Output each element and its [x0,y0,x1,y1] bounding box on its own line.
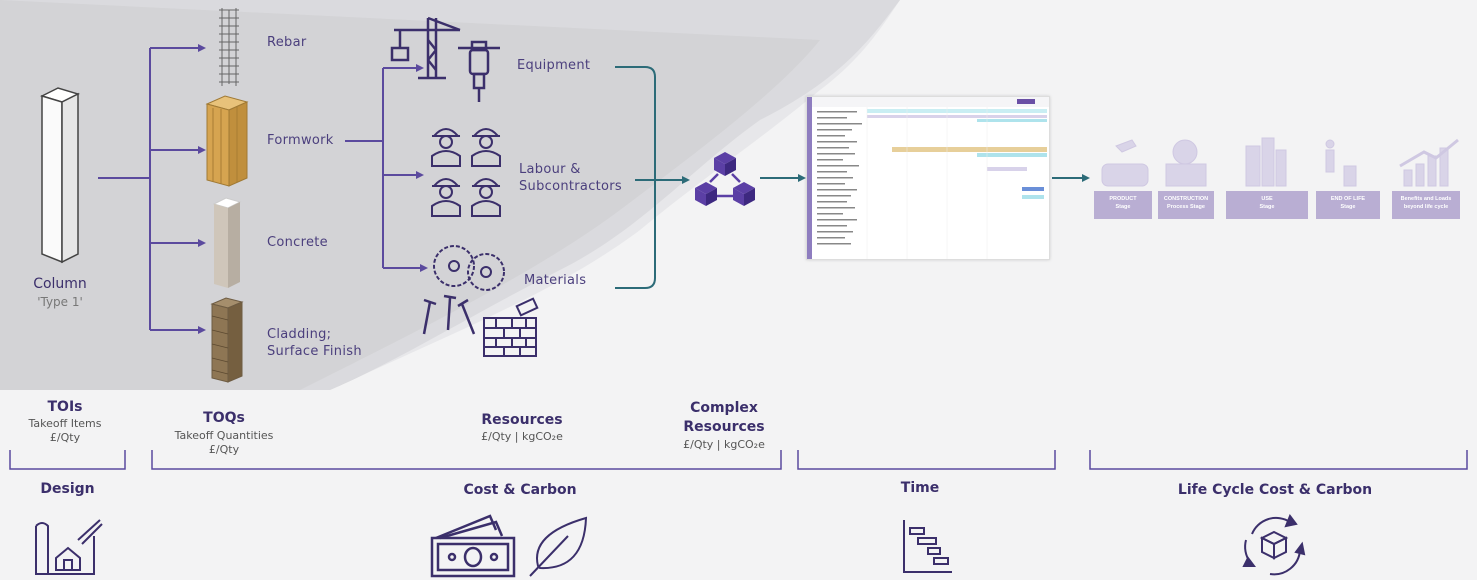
toq-surface-finish-label: Surface Finish [267,344,362,359]
jackhammer-icon [458,40,500,102]
concrete-icon [212,197,242,288]
leaf-icon [529,516,588,577]
materials-label: Materials [524,273,587,288]
stage-construction: CONSTRUCTION Process Stage [1158,191,1214,219]
nails-icon [422,294,476,335]
category-lifecycle: Life Cycle Cost & Carbon [1177,482,1373,498]
toq-formwork-label: Formwork [267,133,334,148]
tois-title: TOIs [47,399,83,415]
column-title: Column [33,276,87,292]
gantt-icon [903,520,952,573]
stage-use-line2: Stage [1259,204,1275,210]
toq-rebar-label: Rebar [267,35,307,50]
resources-sub: £/Qty | kgCO₂e [481,430,563,443]
stage-product: PRODUCT Stage [1094,191,1152,219]
house-plan-icon [35,519,103,575]
toq-cladding-label: Cladding; [267,327,332,342]
stage-use-line1: USE [1261,196,1273,202]
complex-title-line1: Complex [690,400,758,416]
stage-construction-line1: CONSTRUCTION [1163,196,1209,202]
money-icon [430,514,516,578]
tois-sub2: £/Qty [49,431,81,444]
complex-title-line2: Resources [683,419,765,435]
lifecycle-cube-icon [1242,513,1306,576]
stage-end-of-life-line2: Stage [1340,204,1356,210]
toqs-title: TOQs [203,410,245,426]
stage-end-of-life-line1: END OF LIFE [1330,196,1366,202]
complex-sub: £/Qty | kgCO₂e [683,438,765,451]
stage-beyond-line2: beyond life cycle [1403,204,1449,210]
workers-icon [431,128,501,217]
stage-construction-line2: Process Stage [1167,204,1205,210]
category-design: Design [40,481,95,497]
gantt-screenshot [806,96,1050,260]
labour-label-line1: Labour & [519,162,581,177]
formwork-icon [205,95,249,187]
stage-icons [1101,137,1459,187]
saw-blades-icon [433,245,505,291]
labour-label-line2: Subcontractors [519,179,623,194]
rebar-icon [219,8,239,86]
tois-sub1: Takeoff Items [28,417,102,430]
category-time: Time [900,480,940,496]
resources-title: Resources [481,412,563,428]
crane-icon [390,16,461,80]
cladding-icon [210,297,244,383]
stage-end-of-life: END OF LIFE Stage [1316,191,1380,219]
toqs-sub1: Takeoff Quantities [174,429,274,442]
stage-beyond-line1: Benefits and Loads [1400,196,1452,202]
stage-use: USE Stage [1226,191,1308,219]
equipment-label: Equipment [517,58,591,73]
category-cost-carbon: Cost & Carbon [463,482,577,498]
cubes-network-icon [695,152,755,206]
toqs-sub2: £/Qty [208,443,240,456]
toq-concrete-label: Concrete [267,235,328,250]
stage-product-line2: Stage [1115,204,1131,210]
bricks-icon [483,297,539,357]
column-icon [39,87,81,264]
stage-product-line1: PRODUCT [1109,196,1137,202]
stage-beyond: Benefits and Loads beyond life cycle [1392,191,1460,219]
column-type: 'Type 1' [37,295,83,309]
